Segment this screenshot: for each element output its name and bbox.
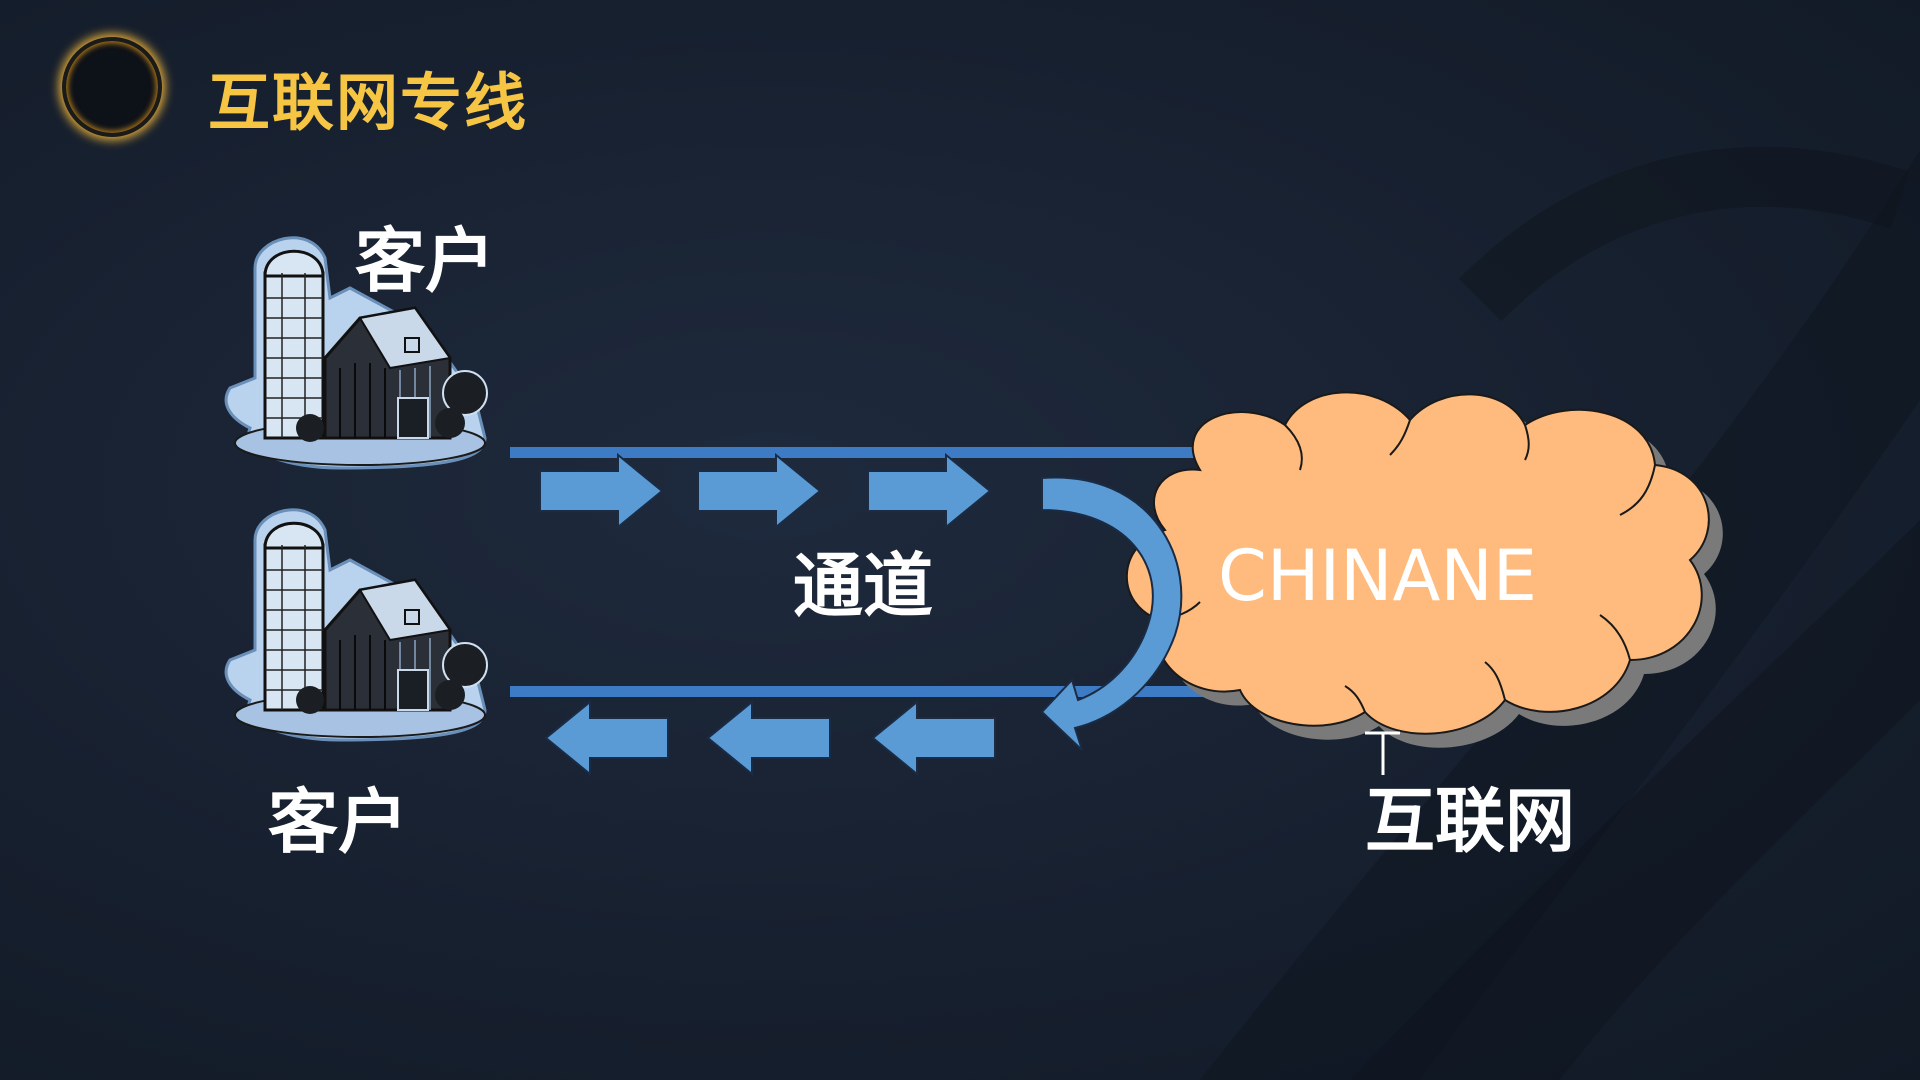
arrow-left-icon	[545, 701, 669, 775]
text-cursor-icon	[1365, 731, 1400, 775]
ring-icon	[62, 37, 162, 137]
arrow-right-icon	[697, 454, 821, 528]
u-turn-arrow	[1040, 476, 1183, 751]
tunnel-label: 通道	[793, 545, 933, 627]
customer-bottom-label: 客户	[268, 781, 408, 863]
upper-connection-line	[510, 447, 1210, 458]
arrow-right-icon	[867, 454, 991, 528]
barn-silo-icon	[224, 508, 489, 742]
arrow-left-icon	[707, 701, 831, 775]
cloud-label: CHINANE	[1218, 535, 1537, 617]
arrow-right-icon	[539, 454, 663, 528]
customer-top-label: 客户	[355, 220, 495, 302]
lower-connection-line	[510, 686, 1210, 697]
arrow-left-icon	[872, 701, 996, 775]
internet-label: 互联网	[1365, 780, 1575, 862]
page-title: 互联网专线	[208, 66, 529, 139]
